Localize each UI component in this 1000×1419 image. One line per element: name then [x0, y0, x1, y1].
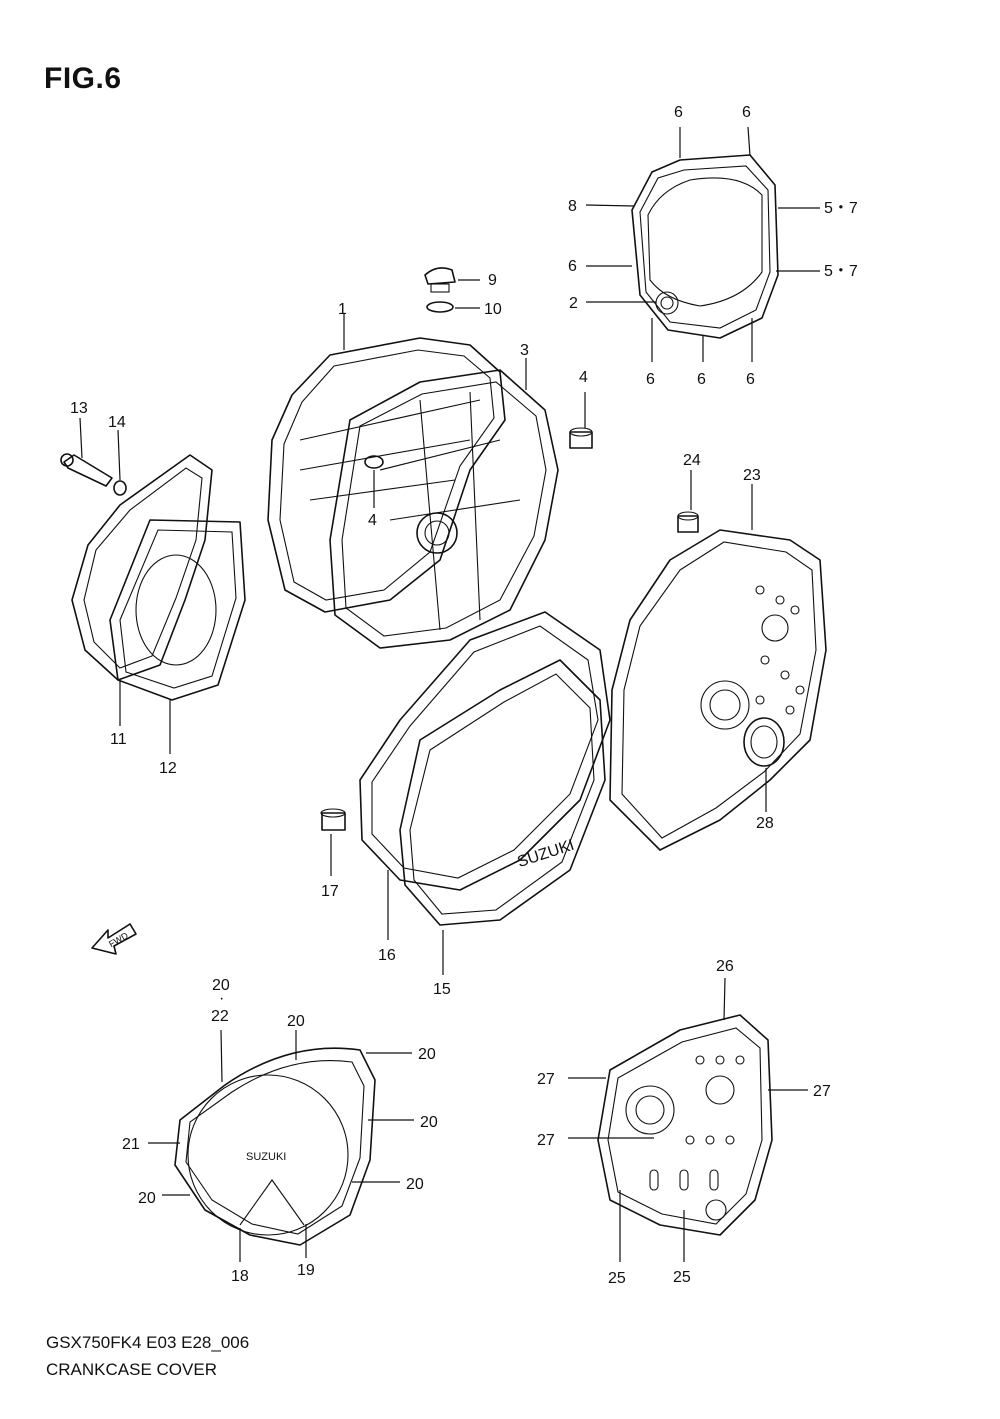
label-10: 10: [484, 301, 502, 318]
generator-cover: SUZUKI: [387, 659, 606, 975]
oil-filler-cap: [424, 267, 480, 313]
dowel-pin-24: [677, 470, 753, 533]
crankcase-side-cover-23: [609, 529, 827, 851]
generator-outer-cover: SUZUKI: [174, 1047, 376, 1246]
side-cover-gasket-26: [597, 1014, 773, 1236]
starter-clutch-gasket: [109, 519, 246, 701]
label-27: 27: [813, 1083, 831, 1100]
label-dot: ·: [219, 990, 224, 1007]
label-12: 12: [159, 760, 177, 777]
label-20: 20: [287, 1013, 305, 1030]
label-4: 4: [368, 512, 377, 529]
fwd-arrow-icon: FWD: [91, 923, 137, 955]
leader-lines-bottom-right: [568, 977, 808, 1262]
label-17: 17: [321, 883, 339, 900]
fwd-label: FWD: [107, 930, 130, 949]
label-20: 20: [420, 1114, 438, 1131]
label-11: 11: [110, 731, 127, 748]
label-27: 27: [537, 1071, 555, 1088]
label-13: 13: [70, 400, 88, 417]
label-8: 8: [568, 198, 577, 215]
label-20: 20: [212, 977, 230, 994]
outer-cover-logo: SUZUKI: [246, 1151, 286, 1163]
label-4: 4: [579, 369, 588, 386]
bolt-13: [60, 417, 171, 754]
label-20: 20: [406, 1176, 424, 1193]
leader-lines-top-right: [585, 126, 820, 362]
label-6: 6: [674, 104, 683, 121]
leader-lines-bottom-left: [148, 1029, 414, 1262]
label-24: 24: [683, 452, 701, 469]
generator-cover-gasket: [359, 611, 611, 891]
label-1: 1: [338, 301, 347, 318]
label-19: 19: [297, 1262, 315, 1279]
label-20: 20: [418, 1046, 436, 1063]
plug-28: [743, 717, 785, 812]
label-25: 25: [673, 1269, 691, 1286]
model-code: GSX750FK4 E03 E28_006: [46, 1333, 250, 1352]
label-22: 22: [211, 1008, 229, 1025]
label-26: 26: [716, 958, 734, 975]
clutch-cover-large: [329, 314, 559, 649]
label-9: 9: [488, 272, 497, 289]
label-5-7: 5・7: [824, 200, 858, 217]
label-16: 16: [378, 947, 396, 964]
label-28: 28: [756, 815, 774, 832]
label-14: 14: [108, 414, 126, 431]
label-15: 15: [433, 981, 451, 998]
label-23: 23: [743, 467, 761, 484]
generator-cover-logo: SUZUKI: [515, 837, 576, 871]
label-6: 6: [746, 371, 755, 388]
label-3: 3: [520, 342, 529, 359]
dowel-pin-4: [569, 392, 593, 449]
label-27: 27: [537, 1132, 555, 1149]
starter-clutch-cover: [71, 454, 213, 681]
label-6: 6: [568, 258, 577, 275]
clutch-cover-small: [631, 154, 779, 339]
label-18: 18: [231, 1268, 249, 1285]
part-number-labels: 6 6 8 6 2 5・7 5・7 6 6 6 9 10 1 3 4 4 13 …: [70, 104, 858, 1287]
label-6: 6: [742, 104, 751, 121]
figure-title: FIG.6: [44, 62, 122, 95]
label-5-7: 5・7: [824, 263, 858, 280]
label-6: 6: [646, 371, 655, 388]
label-6: 6: [697, 371, 706, 388]
section-name: CRANKCASE COVER: [46, 1360, 217, 1379]
dowel-pin-17: [320, 808, 346, 876]
label-20: 20: [138, 1190, 156, 1207]
label-25: 25: [608, 1270, 626, 1287]
clutch-cover-gasket: [267, 337, 506, 613]
label-21: 21: [122, 1136, 140, 1153]
label-2: 2: [569, 295, 578, 312]
